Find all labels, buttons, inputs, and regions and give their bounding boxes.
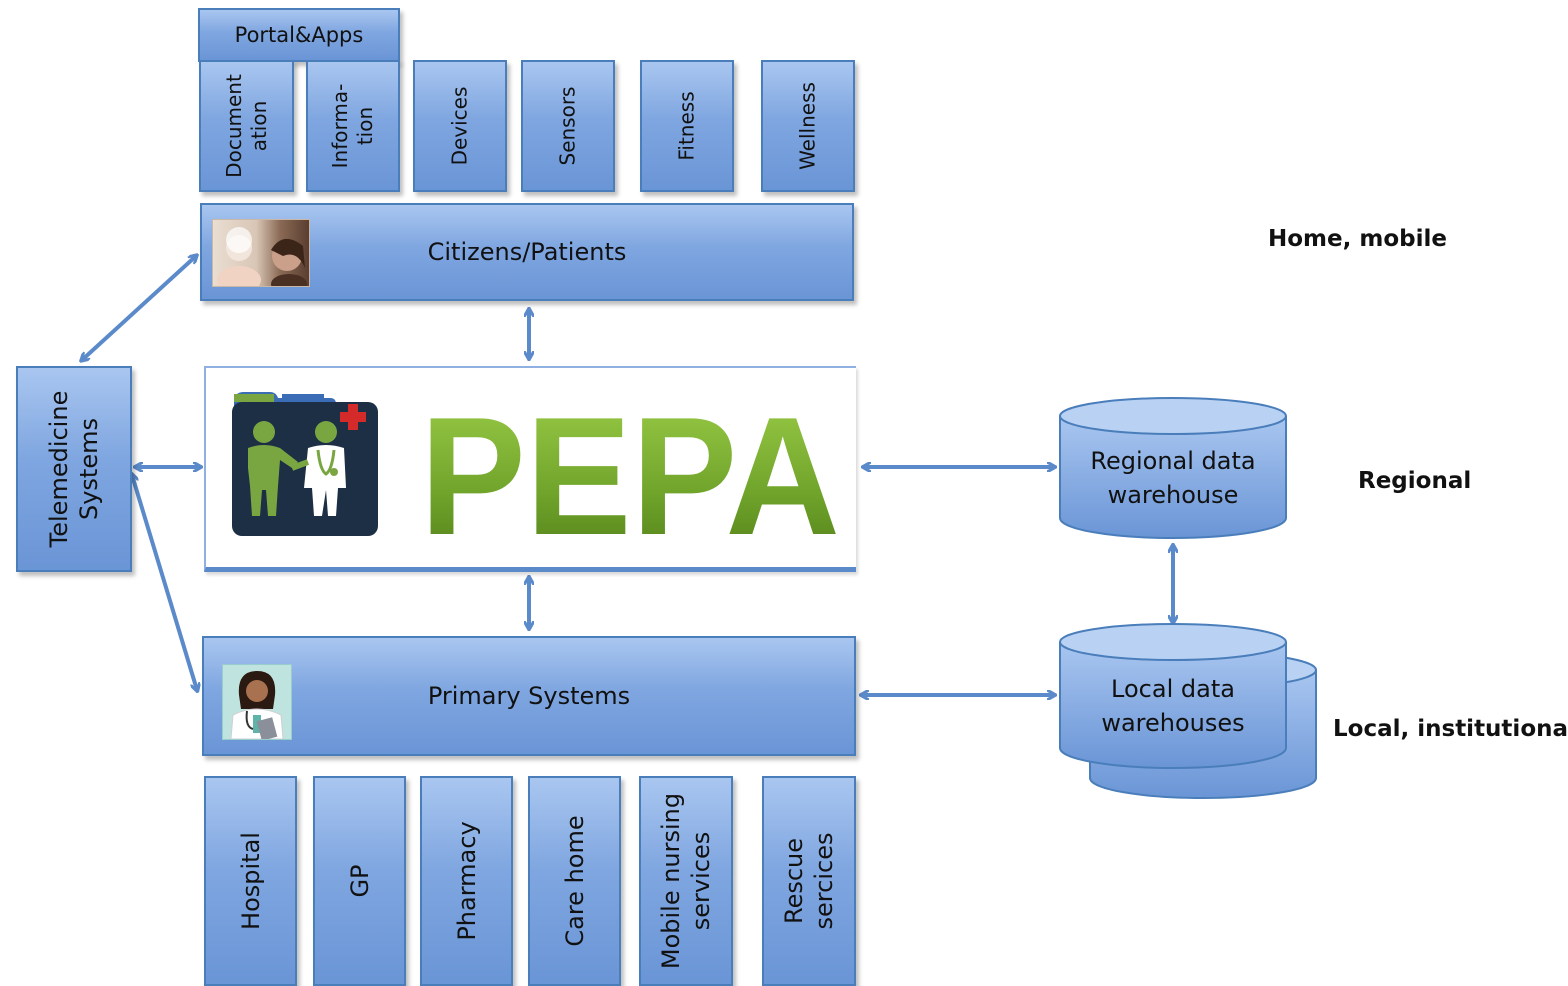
unit-gp: GP bbox=[313, 776, 406, 986]
unit-mobile-nursing: Mobile nursing services bbox=[639, 776, 733, 986]
app-devices: Devices bbox=[413, 60, 507, 192]
unit-hospital: Hospital bbox=[204, 776, 297, 986]
app-fitness-label: Fitness bbox=[674, 91, 699, 161]
level-regional: Regional bbox=[1358, 468, 1472, 494]
local-dw-cylinders bbox=[1059, 623, 1317, 799]
unit-rescue-services: Rescue sercices bbox=[762, 776, 856, 986]
pepa-panel: PEPA bbox=[204, 366, 856, 572]
pepa-title: PEPA bbox=[420, 388, 840, 558]
unit-mobile-nursing-label: Mobile nursing services bbox=[657, 792, 715, 970]
app-documentation-label: Document ation bbox=[221, 74, 271, 178]
arrow-telemedicine-primary bbox=[132, 475, 197, 690]
pepa-logo-icon bbox=[230, 388, 380, 538]
local-dw-label: Local data warehouses bbox=[1101, 675, 1245, 737]
app-sensors: Sensors bbox=[521, 60, 615, 192]
doctor-photo bbox=[222, 664, 292, 740]
app-sensors-label: Sensors bbox=[555, 86, 580, 166]
primary-systems-box: Primary Systems bbox=[202, 636, 856, 756]
app-information-label: Informa- tion bbox=[328, 83, 377, 169]
telemedicine-systems-box: Telemedicine Systems bbox=[16, 366, 132, 572]
regional-dw-label: Regional data warehouse bbox=[1090, 447, 1256, 509]
unit-hospital-label: Hospital bbox=[236, 832, 265, 930]
regional-dw-cylinder bbox=[1059, 397, 1287, 539]
primary-systems-label: Primary Systems bbox=[427, 682, 631, 710]
app-information: Informa- tion bbox=[306, 60, 400, 192]
pepa-title-text: PEPA bbox=[420, 388, 840, 558]
portal-apps-label: Portal&Apps bbox=[234, 23, 364, 47]
unit-rescue-services-label: Rescue sercices bbox=[780, 832, 838, 930]
app-documentation: Document ation bbox=[199, 60, 294, 192]
level-local-institutional: Local, institutional bbox=[1333, 716, 1568, 742]
app-fitness: Fitness bbox=[640, 60, 734, 192]
unit-care-home-label: Care home bbox=[560, 815, 589, 947]
arrow-telemedicine-citizens bbox=[82, 256, 196, 360]
unit-care-home: Care home bbox=[528, 776, 621, 986]
citizens-patients-box: Citizens/Patients bbox=[200, 203, 854, 301]
unit-pharmacy: Pharmacy bbox=[420, 776, 513, 986]
app-wellness-label: Wellness bbox=[795, 82, 820, 170]
level-home-mobile: Home, mobile bbox=[1268, 226, 1447, 252]
citizens-photo bbox=[212, 219, 310, 287]
citizens-patients-label: Citizens/Patients bbox=[427, 238, 627, 266]
unit-pharmacy-label: Pharmacy bbox=[452, 821, 481, 941]
telemedicine-systems-label: Telemedicine Systems bbox=[45, 390, 103, 548]
unit-gp-label: GP bbox=[345, 864, 374, 898]
app-devices-label: Devices bbox=[447, 86, 472, 166]
portal-apps-box: Portal&Apps bbox=[198, 8, 400, 62]
app-wellness: Wellness bbox=[761, 60, 855, 192]
